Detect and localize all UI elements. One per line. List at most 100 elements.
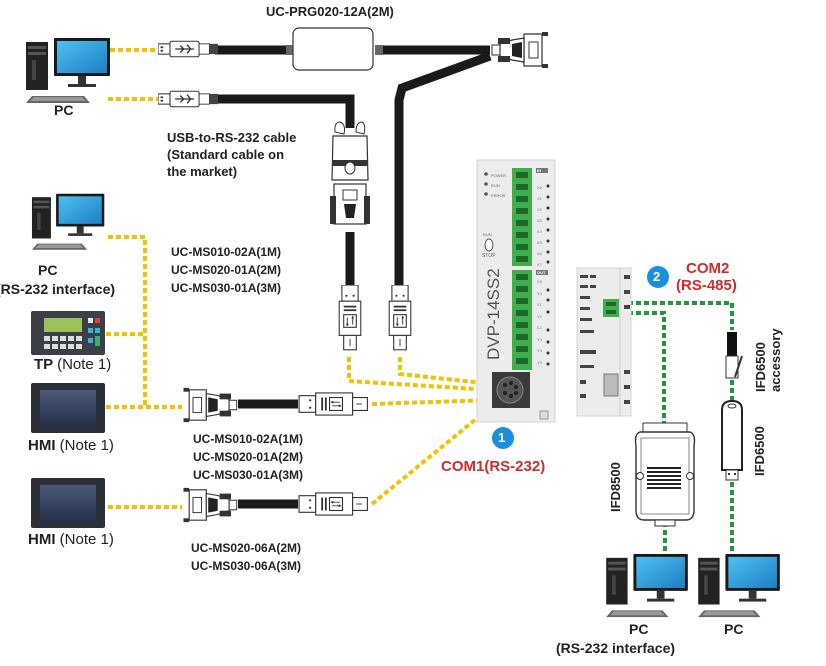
pc-ifd6500-icon <box>698 553 780 618</box>
cable-prg-branch <box>394 51 492 285</box>
ifd8500-device-icon <box>634 422 696 527</box>
com1-badge-number: 1 <box>498 430 506 445</box>
plc-switch-run-label: RUN <box>483 232 492 237</box>
com2-rs485-label: (RS-485) <box>676 277 737 294</box>
plc-terminal-block-out <box>512 270 532 370</box>
tp-label-bold: TP <box>34 356 53 373</box>
plc-input-label: X3 <box>537 218 542 223</box>
ifd6500-accessory-label: IFD6500 accessory <box>753 328 783 392</box>
plc-led-labels: POWER RUN ERROR <box>491 171 506 201</box>
plc-run-stop-switch <box>484 238 494 252</box>
cable-model-label: UC-MS020-06A(2M) <box>191 541 302 555</box>
ifd6500-accessory-icon <box>725 332 743 379</box>
rs232-links <box>106 48 494 509</box>
mini-din-connector-hmi2 <box>298 492 368 516</box>
cable-model-label: UC-MS030-06A(3M) <box>191 559 302 573</box>
plc-output-label: C1 <box>537 325 543 330</box>
link-hmi1-mdin-plc <box>371 398 493 406</box>
cable-model-label: UC-MS010-02A(1M) <box>171 245 282 259</box>
tp-label-note: (Note 1) <box>57 356 112 373</box>
tp-device-icon <box>31 311 105 355</box>
plc-output-label: Y2 <box>537 313 542 319</box>
plc-dvp14ss2 <box>476 159 556 423</box>
vertical-ms-cable-labels: UC-MS010-02A(1M) UC-MS020-01A(2M) UC-MS0… <box>171 243 281 297</box>
hmi1-device-icon <box>31 383 105 433</box>
cable-model-label: UC-MS020-01A(2M) <box>193 450 304 464</box>
ifd6500-label: IFD6500 <box>752 426 767 476</box>
com2-terminal <box>603 299 619 317</box>
plc-input-label: X5 <box>537 240 542 245</box>
pc-ifd8500-icon <box>606 553 688 618</box>
ifd6500-accessory-label-text: accessory <box>768 328 783 392</box>
hmi1-ms-cable-labels: UC-MS010-02A(1M) UC-MS020-01A(2M) UC-MS0… <box>193 430 303 484</box>
usb-plug-prg <box>158 40 218 58</box>
cable-usb-rs232 <box>215 94 355 128</box>
hmi1-label-bold: HMI <box>28 437 56 454</box>
cable-model-label: UC-MS030-01A(3M) <box>171 281 282 295</box>
link-com2-ifd6500acc <box>620 301 734 330</box>
cable-model-label: UC-MS010-02A(1M) <box>193 432 304 446</box>
hmi1-label-note: (Note 1) <box>59 437 114 454</box>
db9-connector-hmi1 <box>182 387 238 423</box>
rs485-links <box>620 301 734 552</box>
link-com2-ifd8500 <box>620 311 666 423</box>
db9-connector-hmi2 <box>182 487 238 523</box>
db9-connector-prg <box>491 31 548 69</box>
cables <box>215 45 492 509</box>
link-pc-rs232-trunk <box>108 235 147 407</box>
cable-model-label: UC-MS030-01A(3M) <box>193 468 304 482</box>
hmi2-ms-cable-labels: UC-MS020-06A(2M) UC-MS030-06A(3M) <box>191 539 301 575</box>
plc-input-label: X0 <box>537 185 542 190</box>
plc-output-labels: C0 Y0 Y1 Y2 C1 Y3 Y4 Y5 <box>537 276 542 368</box>
pc-rs232-interface-label: (RS-232 interface) <box>0 281 116 297</box>
plc-led-label: RUN <box>491 183 500 188</box>
plc-output-label: Y4 <box>537 348 542 353</box>
hmi2-label-note: (Note 1) <box>59 531 114 548</box>
ifd8500-label: IFD8500 <box>608 462 623 512</box>
pc-top-icon <box>26 38 110 103</box>
plc-output-label: Y0 <box>537 290 542 296</box>
link-mdin2-plc <box>398 357 493 386</box>
plc-led-label: ERROR <box>491 193 506 198</box>
plc-out-header: OUT <box>537 270 546 275</box>
plc-side-module <box>576 267 632 417</box>
hmi2-label-bold: HMI <box>28 531 56 548</box>
com1-label: COM1(RS-232) <box>441 458 546 475</box>
plc-output-label: C0 <box>537 279 543 284</box>
top-cable-label: UC-PRG020-12A(2M) <box>266 4 394 19</box>
pc-ifd8500-label: PC <box>629 621 649 637</box>
plc-output-label: Y1 <box>537 302 542 307</box>
cable-model-label: UC-MS020-01A(2M) <box>171 263 282 277</box>
plc-led-label: POWER <box>491 173 507 178</box>
com2-label: COM2 <box>686 260 730 277</box>
plc-input-labels: X0 X1 X2 X3 X4 X5 X6 X7 <box>537 182 542 270</box>
plc-in-header: IN <box>537 168 541 173</box>
com2-badge-number: 2 <box>653 269 661 284</box>
usb-rs232-cable-line: the market) <box>167 164 238 179</box>
plc-input-label: X1 <box>537 196 542 201</box>
tp-label: TP (Note 1) <box>34 356 111 373</box>
pc-rs232-icon <box>31 193 105 250</box>
pc-ifd8500-interface-label: (RS-232 interface) <box>556 640 676 656</box>
usb-rs232-cable-label: USB-to-RS-232 cable (Standard cable on t… <box>167 129 296 180</box>
usb-converter-box <box>286 27 383 71</box>
pc-top-label: PC <box>54 102 74 118</box>
com1-badge <box>492 427 514 449</box>
plc-model-label: DVP-14SS2 <box>484 268 503 360</box>
usb-rs232-cable-line: USB-to-RS-232 cable <box>167 130 297 145</box>
db9-connector-usb-rs232 <box>330 121 370 225</box>
ifd6500-accessory-label-model: IFD6500 <box>753 342 768 392</box>
com2-badge <box>647 266 669 288</box>
hmi2-device-icon <box>31 478 105 528</box>
ifd6500-device-icon <box>721 399 743 481</box>
mini-din-connector-1 <box>338 285 362 351</box>
plc-input-label: X4 <box>537 229 542 234</box>
plc-input-label: X6 <box>537 251 542 256</box>
mini-din-connector-hmi1 <box>298 392 368 416</box>
pc-ifd6500-label: PC <box>724 621 744 637</box>
plc-output-label: Y3 <box>537 336 542 342</box>
hmi2-label: HMI (Note 1) <box>28 531 114 548</box>
link-hmi2-mdin-plc <box>370 404 494 506</box>
plc-input-label: X7 <box>537 262 542 267</box>
